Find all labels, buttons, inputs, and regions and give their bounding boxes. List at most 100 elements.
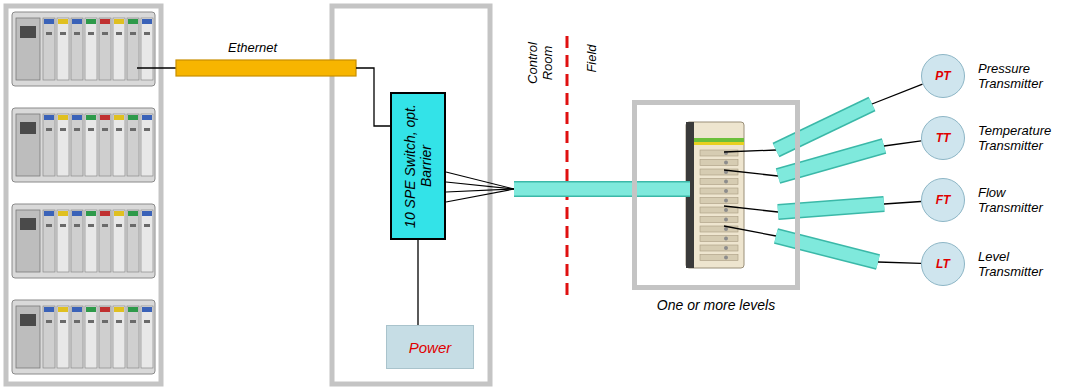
module-led [144, 320, 150, 323]
module-led [74, 224, 80, 227]
power-module [16, 306, 40, 368]
field-wire [884, 201, 921, 204]
io-module [141, 306, 153, 368]
terminal-screw [724, 237, 728, 241]
terminal-screw [724, 199, 728, 203]
module-tag [128, 307, 138, 312]
io-module [113, 306, 125, 368]
io-module [85, 114, 97, 176]
module-tag [86, 307, 96, 312]
module-led [102, 224, 108, 227]
transmitter-circle: TT [921, 116, 965, 160]
cable-sheath [776, 104, 872, 150]
plc-rack-group [12, 12, 155, 374]
module-tag [100, 211, 110, 216]
zone-label: Field [584, 44, 599, 72]
terminal-slot [700, 226, 738, 232]
io-module [127, 114, 139, 176]
module-tag [128, 115, 138, 120]
io-module [71, 306, 83, 368]
terminal-slot [700, 169, 738, 175]
cable-sheath [778, 146, 884, 176]
module-tag [114, 19, 124, 24]
controller-frame [6, 6, 161, 384]
module-led [102, 32, 108, 35]
plc-chassis [12, 204, 155, 278]
ethernet-cable [176, 60, 356, 76]
module-led [116, 224, 122, 227]
field-wire [724, 206, 778, 212]
transmitter-node: TT Temperature Transmitter [921, 116, 1071, 160]
module-tag [114, 307, 124, 312]
instrument-tag: TT [936, 131, 951, 145]
io-module [127, 306, 139, 368]
zone-label: Control Room [525, 32, 555, 94]
module-tag [72, 115, 82, 120]
module-tag [128, 19, 138, 24]
module-led [60, 128, 66, 131]
io-module [141, 210, 153, 272]
transmitter-node: LT Level Transmitter [921, 242, 1071, 286]
chassis-body [12, 300, 155, 374]
module-tag [44, 115, 54, 120]
junction-caption: One or more levels [617, 297, 815, 313]
io-module [127, 210, 139, 272]
module-led [102, 320, 108, 323]
instrument-name: Level Transmitter [978, 249, 1068, 279]
module-led [130, 320, 136, 323]
module-led [74, 320, 80, 323]
io-module [43, 114, 55, 176]
module-tag [114, 211, 124, 216]
module-tag [142, 19, 152, 24]
transmitter-circle: FT [921, 178, 965, 222]
io-module [71, 114, 83, 176]
instrument-name: Temperature Transmitter [978, 123, 1068, 153]
instrument-tag: LT [936, 257, 950, 271]
chassis-body [12, 108, 155, 182]
chassis-body [12, 12, 155, 86]
switch-box: 10 SPE Switch, opt. Barrier [390, 92, 446, 240]
io-module [141, 18, 153, 80]
io-module [113, 210, 125, 272]
io-module [57, 306, 69, 368]
status-screen [20, 218, 36, 230]
terminal-slot [700, 207, 738, 213]
module-led [74, 32, 80, 35]
module-led [144, 32, 150, 35]
io-module [43, 306, 55, 368]
earth-stripe [694, 142, 744, 145]
cable-sheath [776, 236, 878, 262]
module-tag [114, 115, 124, 120]
terminal-slot [700, 188, 738, 194]
boundary-line [566, 36, 569, 302]
module-led [88, 32, 94, 35]
terminal-slot [700, 245, 738, 251]
chassis-body [12, 204, 155, 278]
terminal-slot [700, 255, 738, 261]
connector [724, 226, 921, 263]
earth-stripe [694, 138, 744, 142]
io-module [99, 114, 111, 176]
instrument-tag: PT [935, 69, 950, 83]
module-led [60, 320, 66, 323]
cable-label: Ethernet [228, 40, 277, 55]
power-module [16, 210, 40, 272]
module-led [144, 224, 150, 227]
io-module [71, 18, 83, 80]
module-tag [86, 211, 96, 216]
module-led [46, 320, 52, 323]
field-wire [724, 226, 776, 236]
transmitter-node: FTFlow Transmitter [921, 178, 1071, 222]
terminal-screw [724, 246, 728, 250]
status-screen [20, 122, 36, 134]
instrument-tag: FT [936, 193, 951, 207]
terminal-slot [700, 236, 738, 242]
io-module [57, 210, 69, 272]
io-module [113, 114, 125, 176]
module-led [88, 320, 94, 323]
module-tag [100, 19, 110, 24]
transmitter-node: PTPressure Transmitter [921, 54, 1071, 98]
module-led [102, 128, 108, 131]
cable-core [514, 183, 690, 196]
module-tag [72, 19, 82, 24]
